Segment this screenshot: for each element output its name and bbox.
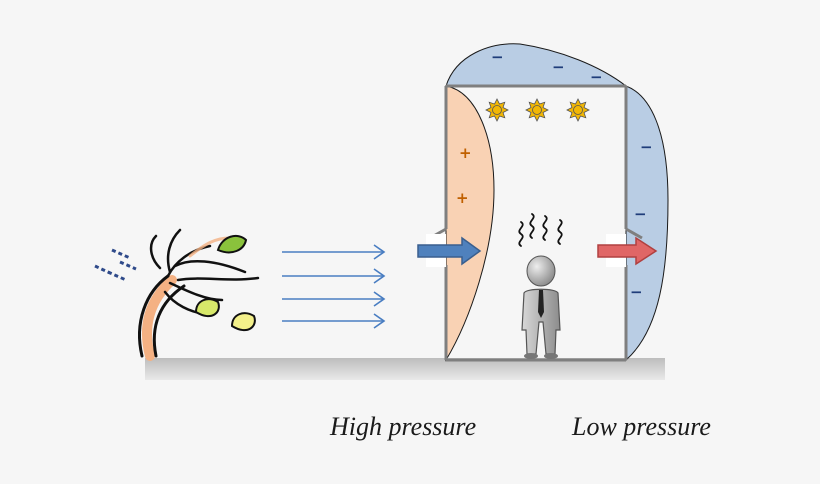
windward-pressure-zone <box>445 85 495 362</box>
negative-sign: − <box>552 58 565 76</box>
negative-sign: − <box>634 205 647 223</box>
negative-sign: − <box>630 283 643 301</box>
tree-icon <box>138 228 260 361</box>
positive-sign: + <box>459 144 472 162</box>
wind-arrows <box>282 244 386 329</box>
pressure-signs: + + − − − − − − <box>456 48 653 301</box>
leeward-suction-zone <box>625 85 669 362</box>
ground <box>145 358 665 380</box>
negative-sign: − <box>491 48 504 66</box>
outflow-arrow <box>597 236 658 266</box>
positive-sign: + <box>456 189 469 207</box>
inflow-arrow <box>417 236 482 266</box>
high-pressure-label: High pressure <box>330 412 477 441</box>
sun-icon <box>485 98 509 122</box>
negative-sign: − <box>590 68 603 86</box>
building <box>429 84 643 362</box>
sun-icon <box>566 98 590 122</box>
heat-wave-icon <box>518 213 563 247</box>
person-icon <box>521 255 561 359</box>
rain-icon <box>94 248 137 282</box>
roof-suction-zone <box>445 43 628 87</box>
low-pressure-label: Low pressure <box>572 412 711 441</box>
leaf-icon <box>194 234 256 332</box>
sun-icon <box>525 98 549 122</box>
sun-icons <box>485 98 590 122</box>
negative-sign: − <box>640 138 653 156</box>
